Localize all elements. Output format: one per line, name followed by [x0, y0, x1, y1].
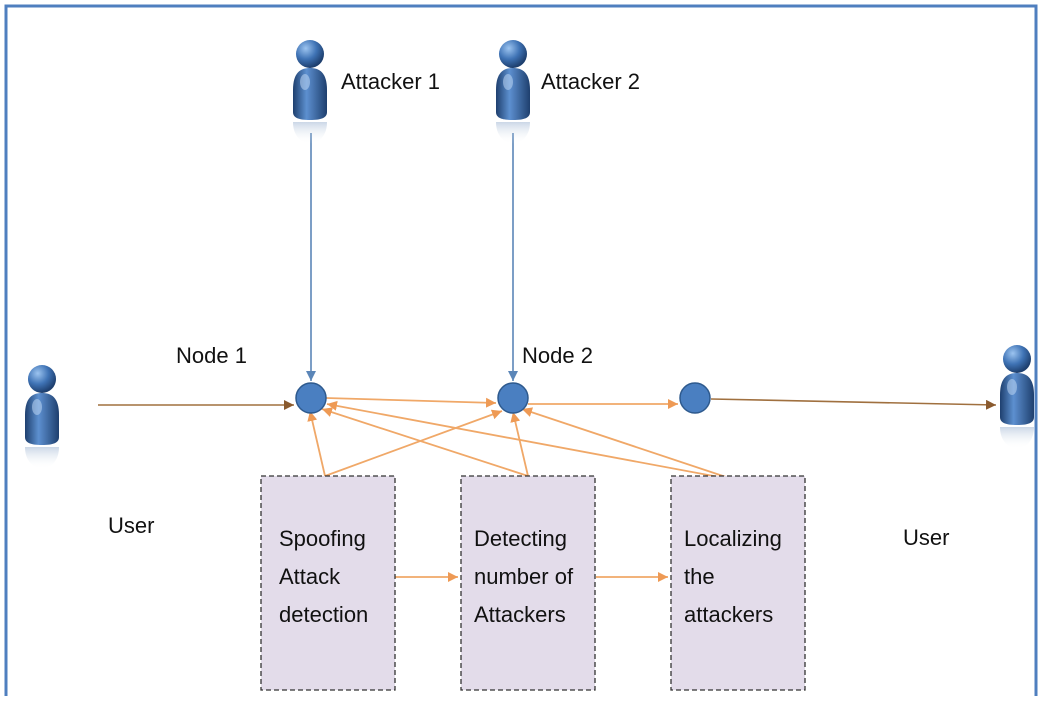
nodes	[295, 382, 711, 414]
node-2-label: Node 2	[522, 343, 593, 368]
attacker-2-icon	[496, 40, 530, 144]
link-detecting-to-node-2	[510, 411, 529, 477]
attacker-1-label: Attacker 1	[341, 69, 440, 94]
feedback-links	[307, 397, 736, 582]
link-node-1-to-node-2	[325, 397, 497, 408]
attacker-1-icon	[293, 40, 327, 144]
attacker-links	[306, 133, 518, 381]
detecting-box	[460, 475, 596, 691]
detecting-box-line-3: Attackers	[474, 602, 566, 627]
user-right-icon	[1000, 345, 1034, 449]
spoofing-box-line-2: Attack	[279, 564, 341, 589]
link-localizing-to-node-2	[521, 407, 736, 481]
link-localizing-to-node-1	[326, 400, 736, 481]
labels: Attacker 1 Attacker 2 Node 1 Node 2 User…	[108, 69, 949, 627]
detecting-box-line-1: Detecting	[474, 526, 567, 551]
node-1-label: Node 1	[176, 343, 247, 368]
spoofing-box-line-1: Spoofing	[279, 526, 366, 551]
localizing-box-line-3: attackers	[684, 602, 773, 627]
process-boxes	[260, 475, 806, 691]
diagram-frame	[4, 4, 1038, 701]
user-left-label: User	[108, 513, 154, 538]
main-flow	[98, 398, 997, 410]
localizing-box-line-1: Localizing	[684, 526, 782, 551]
user-right-label: User	[903, 525, 949, 550]
link-spoofing-to-node-2	[324, 409, 503, 477]
link-detecting-to-node-1	[321, 407, 529, 477]
localizing-box-line-2: the	[684, 564, 715, 589]
attacker-2-label: Attacker 2	[541, 69, 640, 94]
spoofing-box-line-3: detection	[279, 602, 368, 627]
localizing-box	[670, 475, 806, 691]
spoofing-box	[260, 475, 396, 691]
user-left-icon	[25, 365, 59, 469]
node-2-circle	[497, 382, 529, 414]
node-3-circle	[679, 382, 711, 414]
detecting-box-line-2: number of	[474, 564, 574, 589]
node-1-circle	[295, 382, 327, 414]
link-node-3-to-user	[710, 398, 997, 410]
link-spoofing-to-node-1	[307, 410, 326, 477]
